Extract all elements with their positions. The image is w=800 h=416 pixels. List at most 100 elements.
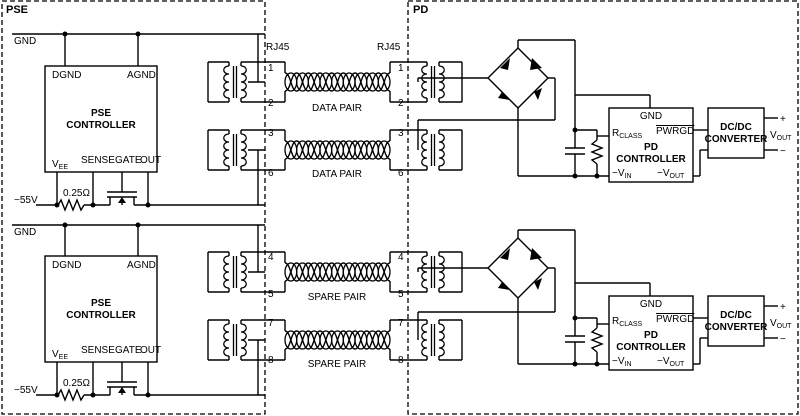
dcdc-converter-top — [707, 107, 765, 159]
pair-label-bottom2: SPARE PAIR — [308, 359, 367, 370]
pse-pin-vee: VEE — [52, 159, 68, 171]
ch1-pse-xfmr-primary-coil — [223, 65, 230, 99]
pd-controller-bottom — [608, 295, 694, 371]
pin-label-r2: 2 — [398, 98, 404, 109]
dcdc-title-2: CONVERTER — [705, 134, 769, 145]
ch3-pd-xfmr-primary-coil — [421, 255, 428, 289]
vout-label-top: VOUT — [770, 130, 792, 142]
ch4-pd-xfmr-primary-coil — [421, 323, 428, 357]
vout-label-bottom: VOUT — [770, 318, 792, 330]
pd-title-1-b: PD — [644, 330, 658, 341]
pse-pin-out-b: OUT — [140, 345, 161, 356]
pd-section-label: PD — [413, 4, 428, 16]
ch3-pse-xfmr-primary-coil — [223, 255, 230, 289]
pin-label-l7: 7 — [268, 318, 274, 329]
pin-label-r7: 7 — [398, 318, 404, 329]
pd-bottom-group: GND RCLASS PWRGD PD CONTROLLER −VIN −VOU… — [418, 229, 792, 371]
transformer-and-pair-layer — [207, 34, 463, 395]
pse-title-2: CONTROLLER — [66, 120, 136, 131]
pse-bottom-group: GND DGND AGND PSE CONTROLLER VEE SENSE G… — [12, 222, 265, 402]
ch2-pd-xfmr-secondary-coil — [438, 133, 445, 167]
pin-label-l2: 2 — [268, 98, 274, 109]
pd-pin-rclass-b: RCLASS — [612, 316, 643, 328]
rj45-label-pd: RJ45 — [377, 42, 401, 53]
pd-pin-pwrgd-b: PWRGD — [656, 314, 694, 325]
vout-minus-bottom: − — [780, 334, 786, 345]
pse-pin-out: OUT — [140, 155, 161, 166]
pse-pin-sense-b: SENSE — [81, 345, 115, 356]
pse-controller-bottom — [44, 255, 158, 363]
pin-label-l5: 4 — [268, 252, 274, 263]
ch1-pse-xfmr-secondary-coil — [240, 65, 247, 99]
pse-controller-top — [44, 65, 158, 173]
pin-label-r1: 1 — [398, 63, 404, 74]
pse-title-2-b: CONTROLLER — [66, 310, 136, 321]
pse-boundary — [1, 0, 266, 415]
dcdc-title-2-b: CONVERTER — [705, 322, 769, 333]
rj45-label-pse: RJ45 — [266, 42, 290, 53]
pd-title-2: CONTROLLER — [616, 154, 686, 165]
ch4-pair-wire-b — [284, 330, 391, 350]
pd-pin-gnd: GND — [640, 111, 662, 122]
pse-pin-agnd: AGND — [127, 70, 156, 81]
ch1-pair-twist — [377, 72, 391, 92]
pd-boundary — [407, 0, 799, 415]
ch2-pair-twist — [377, 140, 391, 160]
ch3-pd-xfmr-secondary-coil — [438, 255, 445, 289]
ch3-pair-wire-b — [284, 262, 391, 282]
ch1-pd-xfmr-primary-coil — [421, 65, 428, 99]
ch1-pair-wire-b — [284, 72, 391, 92]
ch2-pd-xfmr-primary-coil — [421, 133, 428, 167]
pd-top-group: GND RCLASS PWRGD PD CONTROLLER −VIN −VOU… — [418, 39, 792, 183]
pse-pin-sense: SENSE — [81, 155, 115, 166]
ch2-pair-wire-b — [284, 140, 391, 160]
supply-label-top: −55V — [14, 195, 38, 206]
ch4-pd-xfmr-secondary-coil — [438, 323, 445, 357]
pd-pin-vout-b: −VOUT — [657, 356, 685, 368]
pse-pin-dgnd: DGND — [52, 70, 81, 81]
ch2-pse-xfmr-primary-coil — [223, 133, 230, 167]
pair-label-top2: DATA PAIR — [312, 169, 362, 180]
pin-label-l4: 6 — [268, 168, 274, 179]
pse-pin-dgnd-b: DGND — [52, 260, 81, 271]
supply-label-bottom: −55V — [14, 385, 38, 396]
pair-label-bottom1: SPARE PAIR — [308, 292, 367, 303]
ch3-pair-twist — [377, 262, 391, 282]
pd-pin-gnd-b: GND — [640, 299, 662, 310]
pin-label-l3: 3 — [268, 128, 274, 139]
sense-resistor-label-top: 0.25Ω — [63, 188, 90, 199]
pin-label-r5: 4 — [398, 252, 404, 263]
ch3-pse-xfmr-secondary-coil — [240, 255, 247, 289]
pair-label-top1: DATA PAIR — [312, 103, 362, 114]
pse-top-group: GND DGND AGND PSE CONTROLLER VEE SENSE G… — [12, 31, 265, 212]
vout-minus-top: − — [780, 146, 786, 157]
pd-pin-rclass: RCLASS — [612, 128, 643, 140]
dcdc-title-1-b: DC/DC — [720, 310, 752, 321]
dcdc-title-1: DC/DC — [720, 122, 752, 133]
pse-pin-gate: GATE — [115, 155, 142, 166]
pse-section-label: PSE — [6, 4, 28, 16]
ch2-pse-xfmr-secondary-coil — [240, 133, 247, 167]
dcdc-converter-bottom — [707, 295, 765, 347]
pin-label-r3: 3 — [398, 128, 404, 139]
sense-resistor-label-bottom: 0.25Ω — [63, 378, 90, 389]
pse-title-1-b: PSE — [91, 298, 111, 309]
ch4-pse-xfmr-secondary-coil — [240, 323, 247, 357]
pd-pin-vin: −VIN — [612, 168, 632, 180]
pin-label-l6: 5 — [268, 289, 274, 300]
pd-controller-top — [608, 107, 694, 183]
pse-pin-agnd-b: AGND — [127, 260, 156, 271]
ch1-pd-xfmr-secondary-coil — [438, 65, 445, 99]
pin-label-r4: 6 — [398, 168, 404, 179]
ch4-pair-twist — [377, 330, 391, 350]
pd-title-1: PD — [644, 142, 658, 153]
pd-pin-pwrgd: PWRGD — [656, 126, 694, 137]
vout-plus-top: + — [780, 114, 786, 125]
pse-pin-gate-b: GATE — [115, 345, 142, 356]
ch4-pse-xfmr-primary-coil — [223, 323, 230, 357]
pd-pin-vout: −VOUT — [657, 168, 685, 180]
gnd-label-bottom: GND — [14, 227, 36, 238]
gnd-label-top: GND — [14, 36, 36, 47]
